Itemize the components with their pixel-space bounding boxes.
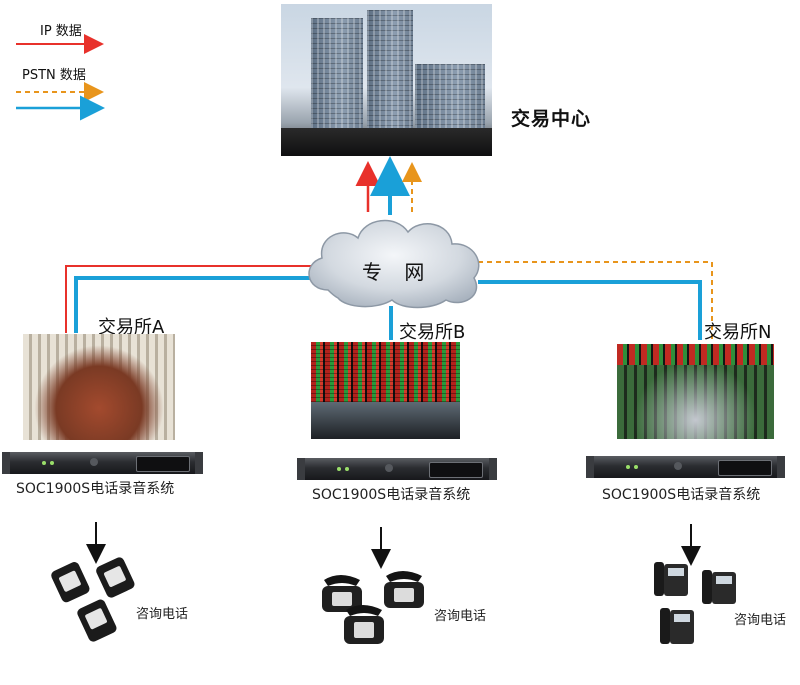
desk-phone-icon <box>322 571 424 644</box>
blue-link-a <box>74 276 318 333</box>
device-a-label: SOC1900S电话录音系统 <box>16 481 175 497</box>
blue-link-n <box>478 280 702 340</box>
ip-link-a <box>65 265 320 333</box>
exchange-b-label: 交易所B <box>399 322 466 343</box>
pstn-link-n <box>478 261 713 340</box>
exchange-a-label: 交易所A <box>98 317 165 338</box>
phones-b-label: 咨询电话 <box>434 609 487 624</box>
trading-floor-a-icon <box>23 334 175 440</box>
desk-phone-icon <box>51 557 135 642</box>
cloud-icon <box>308 219 480 309</box>
phones-a-label: 咨询电话 <box>136 607 189 622</box>
legend-ip-label: IP 数据 <box>40 24 82 39</box>
recorder-device-a-icon <box>2 452 203 474</box>
headquarters-building-icon <box>281 4 492 156</box>
center-label: 交易中心 <box>511 108 592 130</box>
recorder-device-n-icon <box>586 456 785 478</box>
trading-floor-n-icon <box>617 344 774 439</box>
network-label: 专 网 <box>362 260 433 284</box>
trading-floor-b-icon <box>311 342 460 439</box>
device-b-label: SOC1900S电话录音系统 <box>312 487 471 503</box>
desk-phone-icon <box>654 562 736 644</box>
exchange-n-label: 交易所N <box>704 322 772 343</box>
legend-pstn-label: PSTN 数据 <box>22 68 86 83</box>
recorder-device-b-icon <box>297 458 497 480</box>
phones-n-label: 咨询电话 <box>734 613 787 628</box>
device-n-label: SOC1900S电话录音系统 <box>602 487 761 503</box>
